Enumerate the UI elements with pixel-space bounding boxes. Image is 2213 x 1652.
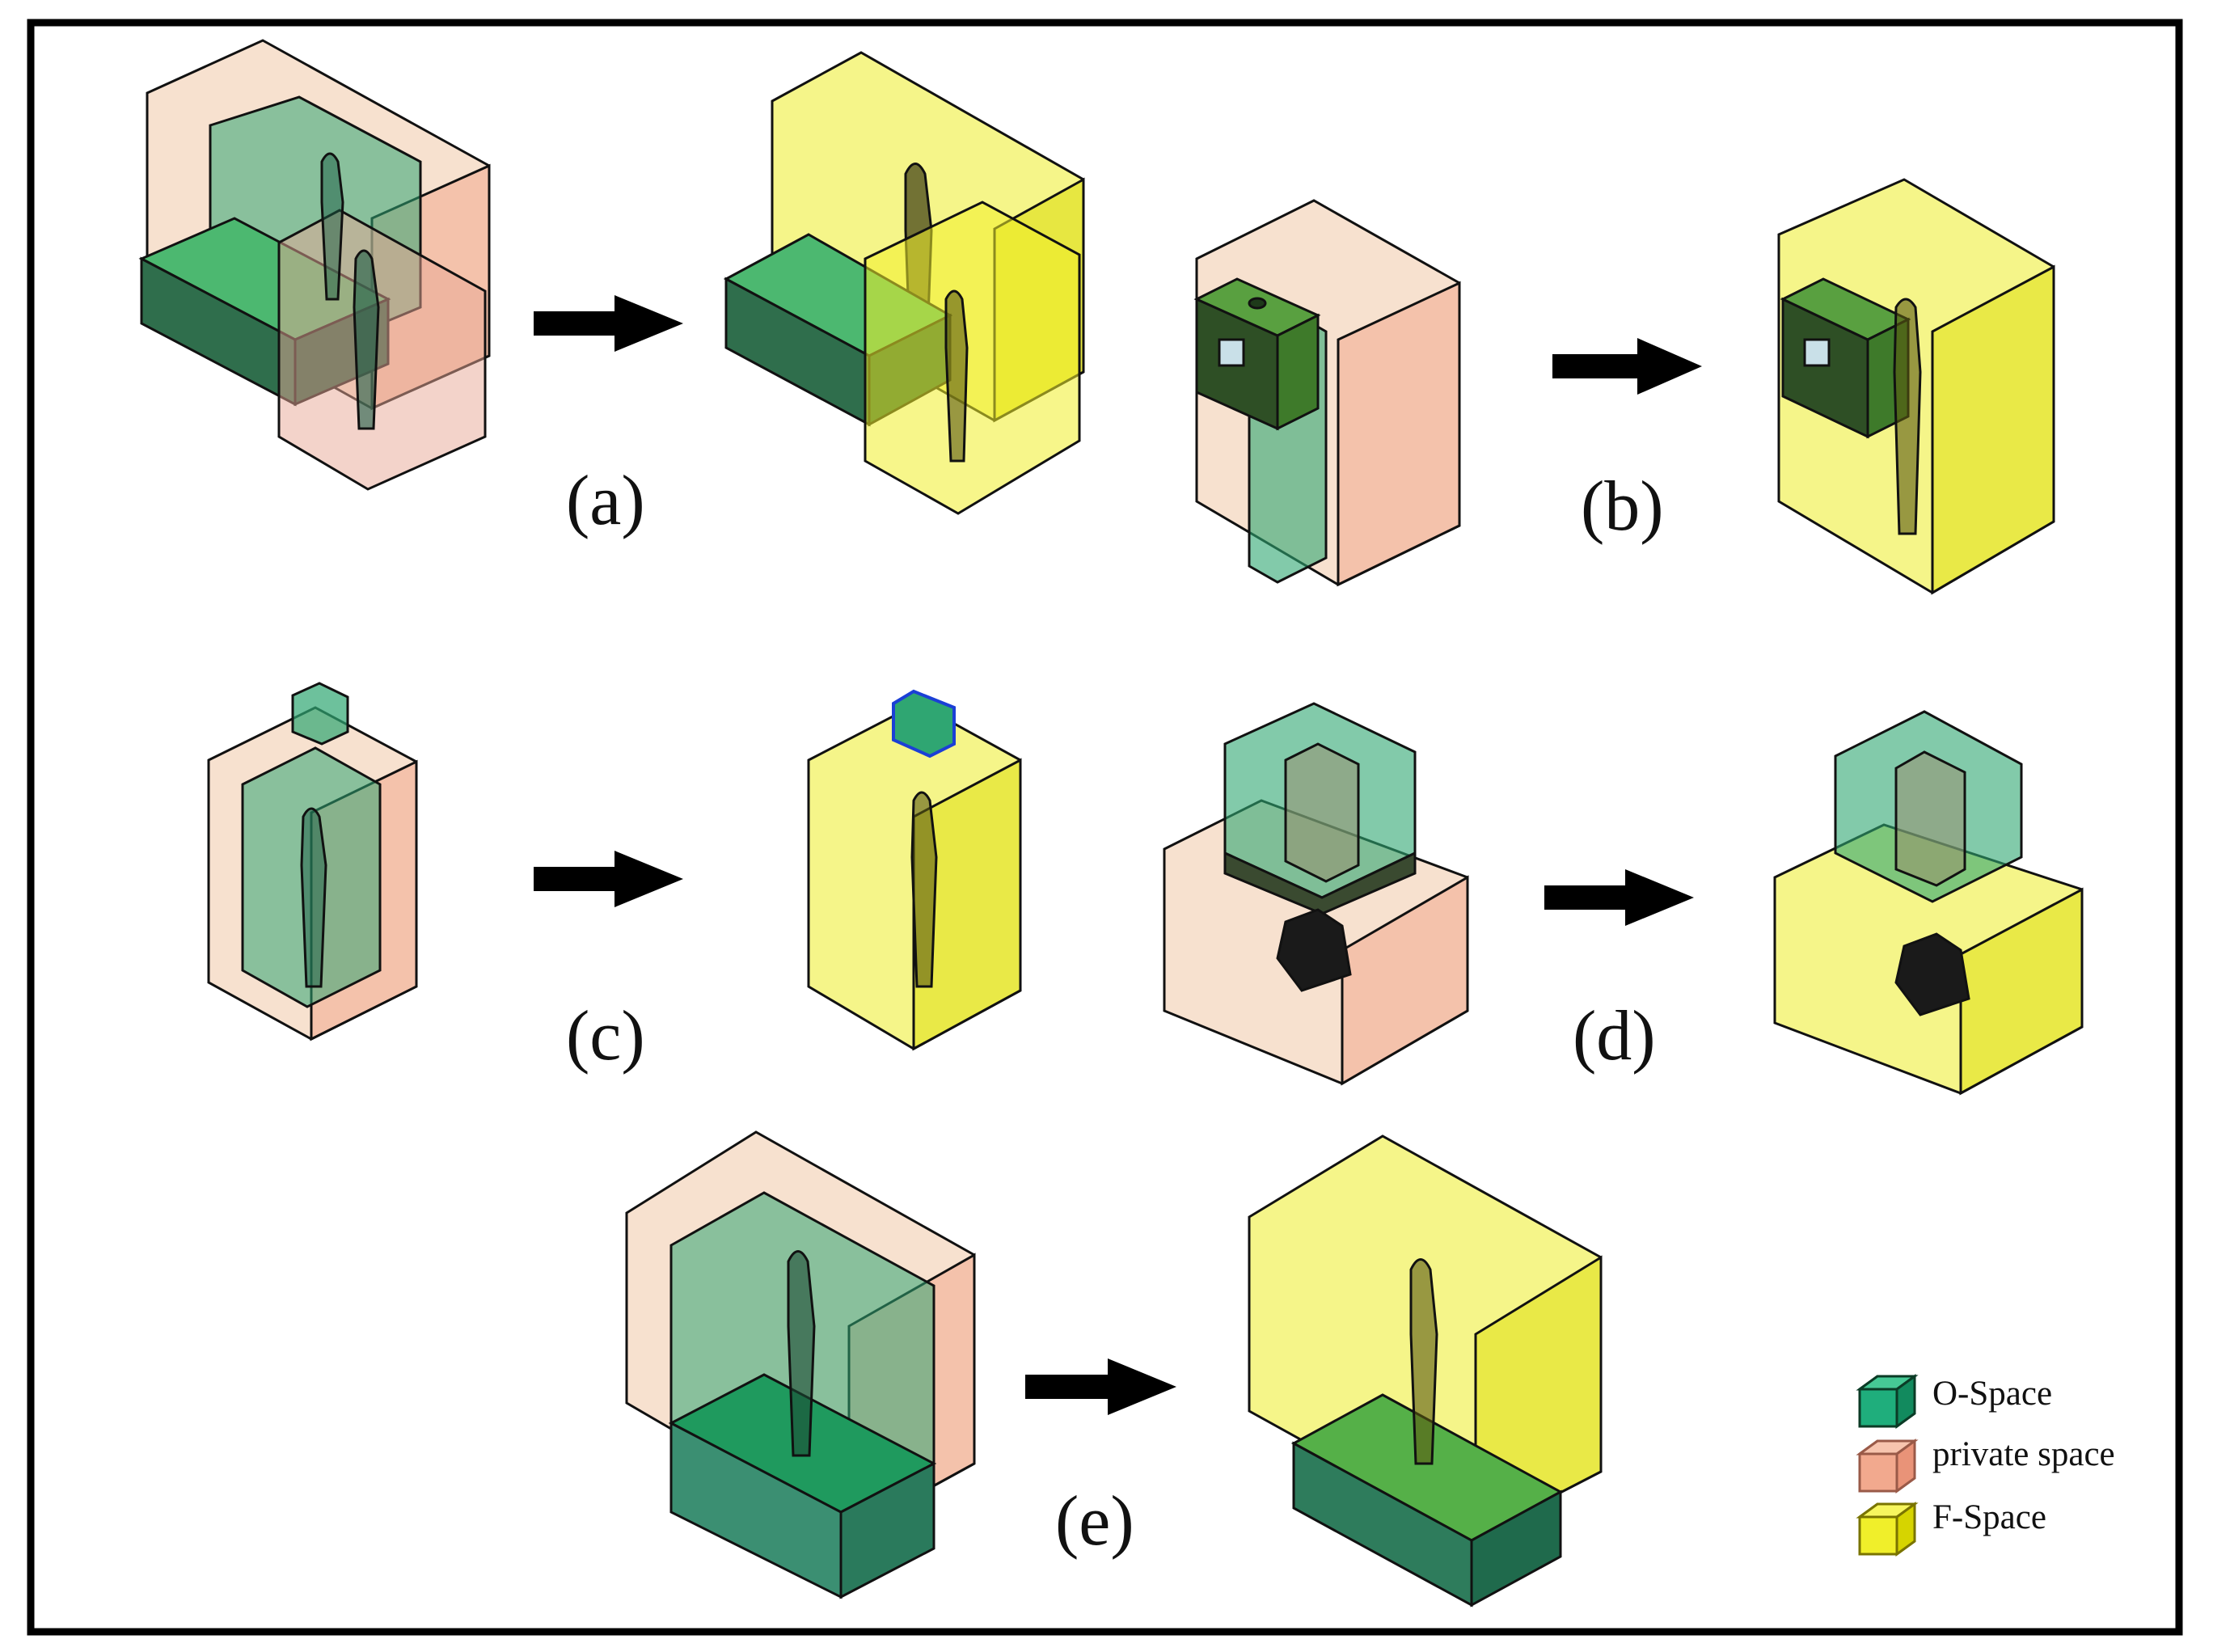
diagram-b-before	[1193, 199, 1461, 587]
display-case	[1894, 750, 1966, 887]
legend: O-Space private space F-Space	[1856, 1374, 2115, 1557]
ceiling-device-box	[892, 689, 956, 758]
arrow-icon	[1544, 869, 1694, 926]
person-silhouette	[1409, 1258, 1438, 1465]
person-silhouette	[300, 807, 327, 988]
legend-label-private-space: private space	[1932, 1435, 2115, 1473]
diagram-c-before	[207, 682, 418, 1041]
diagram-d-before	[1163, 702, 1469, 1086]
legend-item-f-space: F-Space	[1856, 1498, 2046, 1557]
panel-label-c: (c)	[566, 997, 645, 1075]
arrow-icon	[534, 295, 683, 352]
platform-side	[1470, 1489, 1562, 1608]
private-space-icon	[1856, 1439, 1919, 1494]
display-base	[1223, 851, 1417, 915]
legend-item-private-space: private space	[1856, 1435, 2115, 1494]
panel-label-a: (a)	[566, 462, 645, 540]
diagram-e-after	[1248, 1134, 1603, 1608]
platform-side	[839, 1461, 935, 1599]
kiosk-screen	[1218, 338, 1245, 367]
person-silhouette	[910, 791, 938, 988]
person-silhouette	[353, 249, 380, 430]
diagram-a-after	[723, 51, 1085, 515]
person-silhouette	[1893, 298, 1922, 535]
private-space-side	[1337, 281, 1461, 587]
panel-label-e: (e)	[1055, 1482, 1134, 1561]
legend-label-o-space: O-Space	[1932, 1375, 2052, 1413]
person-silhouette	[787, 1250, 816, 1457]
legend-label-f-space: F-Space	[1932, 1498, 2046, 1536]
private-space-side	[1341, 875, 1469, 1086]
f-space-icon	[1856, 1502, 1919, 1557]
diagram-a-before	[138, 39, 491, 491]
arrow-icon	[1025, 1358, 1176, 1415]
kiosk-button	[1248, 297, 1267, 310]
person-silhouette	[1276, 908, 1352, 992]
f-space-side	[1931, 264, 2055, 595]
kiosk-screen	[1803, 338, 1831, 367]
kiosk-side	[1276, 313, 1320, 431]
display-case	[1284, 742, 1360, 883]
diagram-b-after	[1777, 178, 2055, 595]
arrows	[534, 295, 1702, 1415]
panel-label-d: (d)	[1573, 997, 1656, 1075]
f-space-side	[912, 758, 1022, 1051]
person-silhouette	[944, 289, 969, 463]
ceiling-device-box	[291, 682, 349, 746]
legend-item-o-space: O-Space	[1856, 1374, 2052, 1429]
panel-label-b: (b)	[1581, 467, 1664, 546]
person-silhouette	[320, 152, 344, 301]
arrow-icon	[534, 851, 683, 907]
diagram-c-after	[807, 689, 1022, 1051]
f-space-side	[1959, 887, 2084, 1096]
f-space-box	[864, 201, 1081, 515]
o-space-icon	[1856, 1374, 1919, 1429]
diagram-d-after	[1773, 710, 2084, 1096]
diagram-e-before	[625, 1130, 976, 1599]
arrow-icon	[1552, 338, 1702, 395]
person-silhouette	[1894, 932, 1970, 1016]
